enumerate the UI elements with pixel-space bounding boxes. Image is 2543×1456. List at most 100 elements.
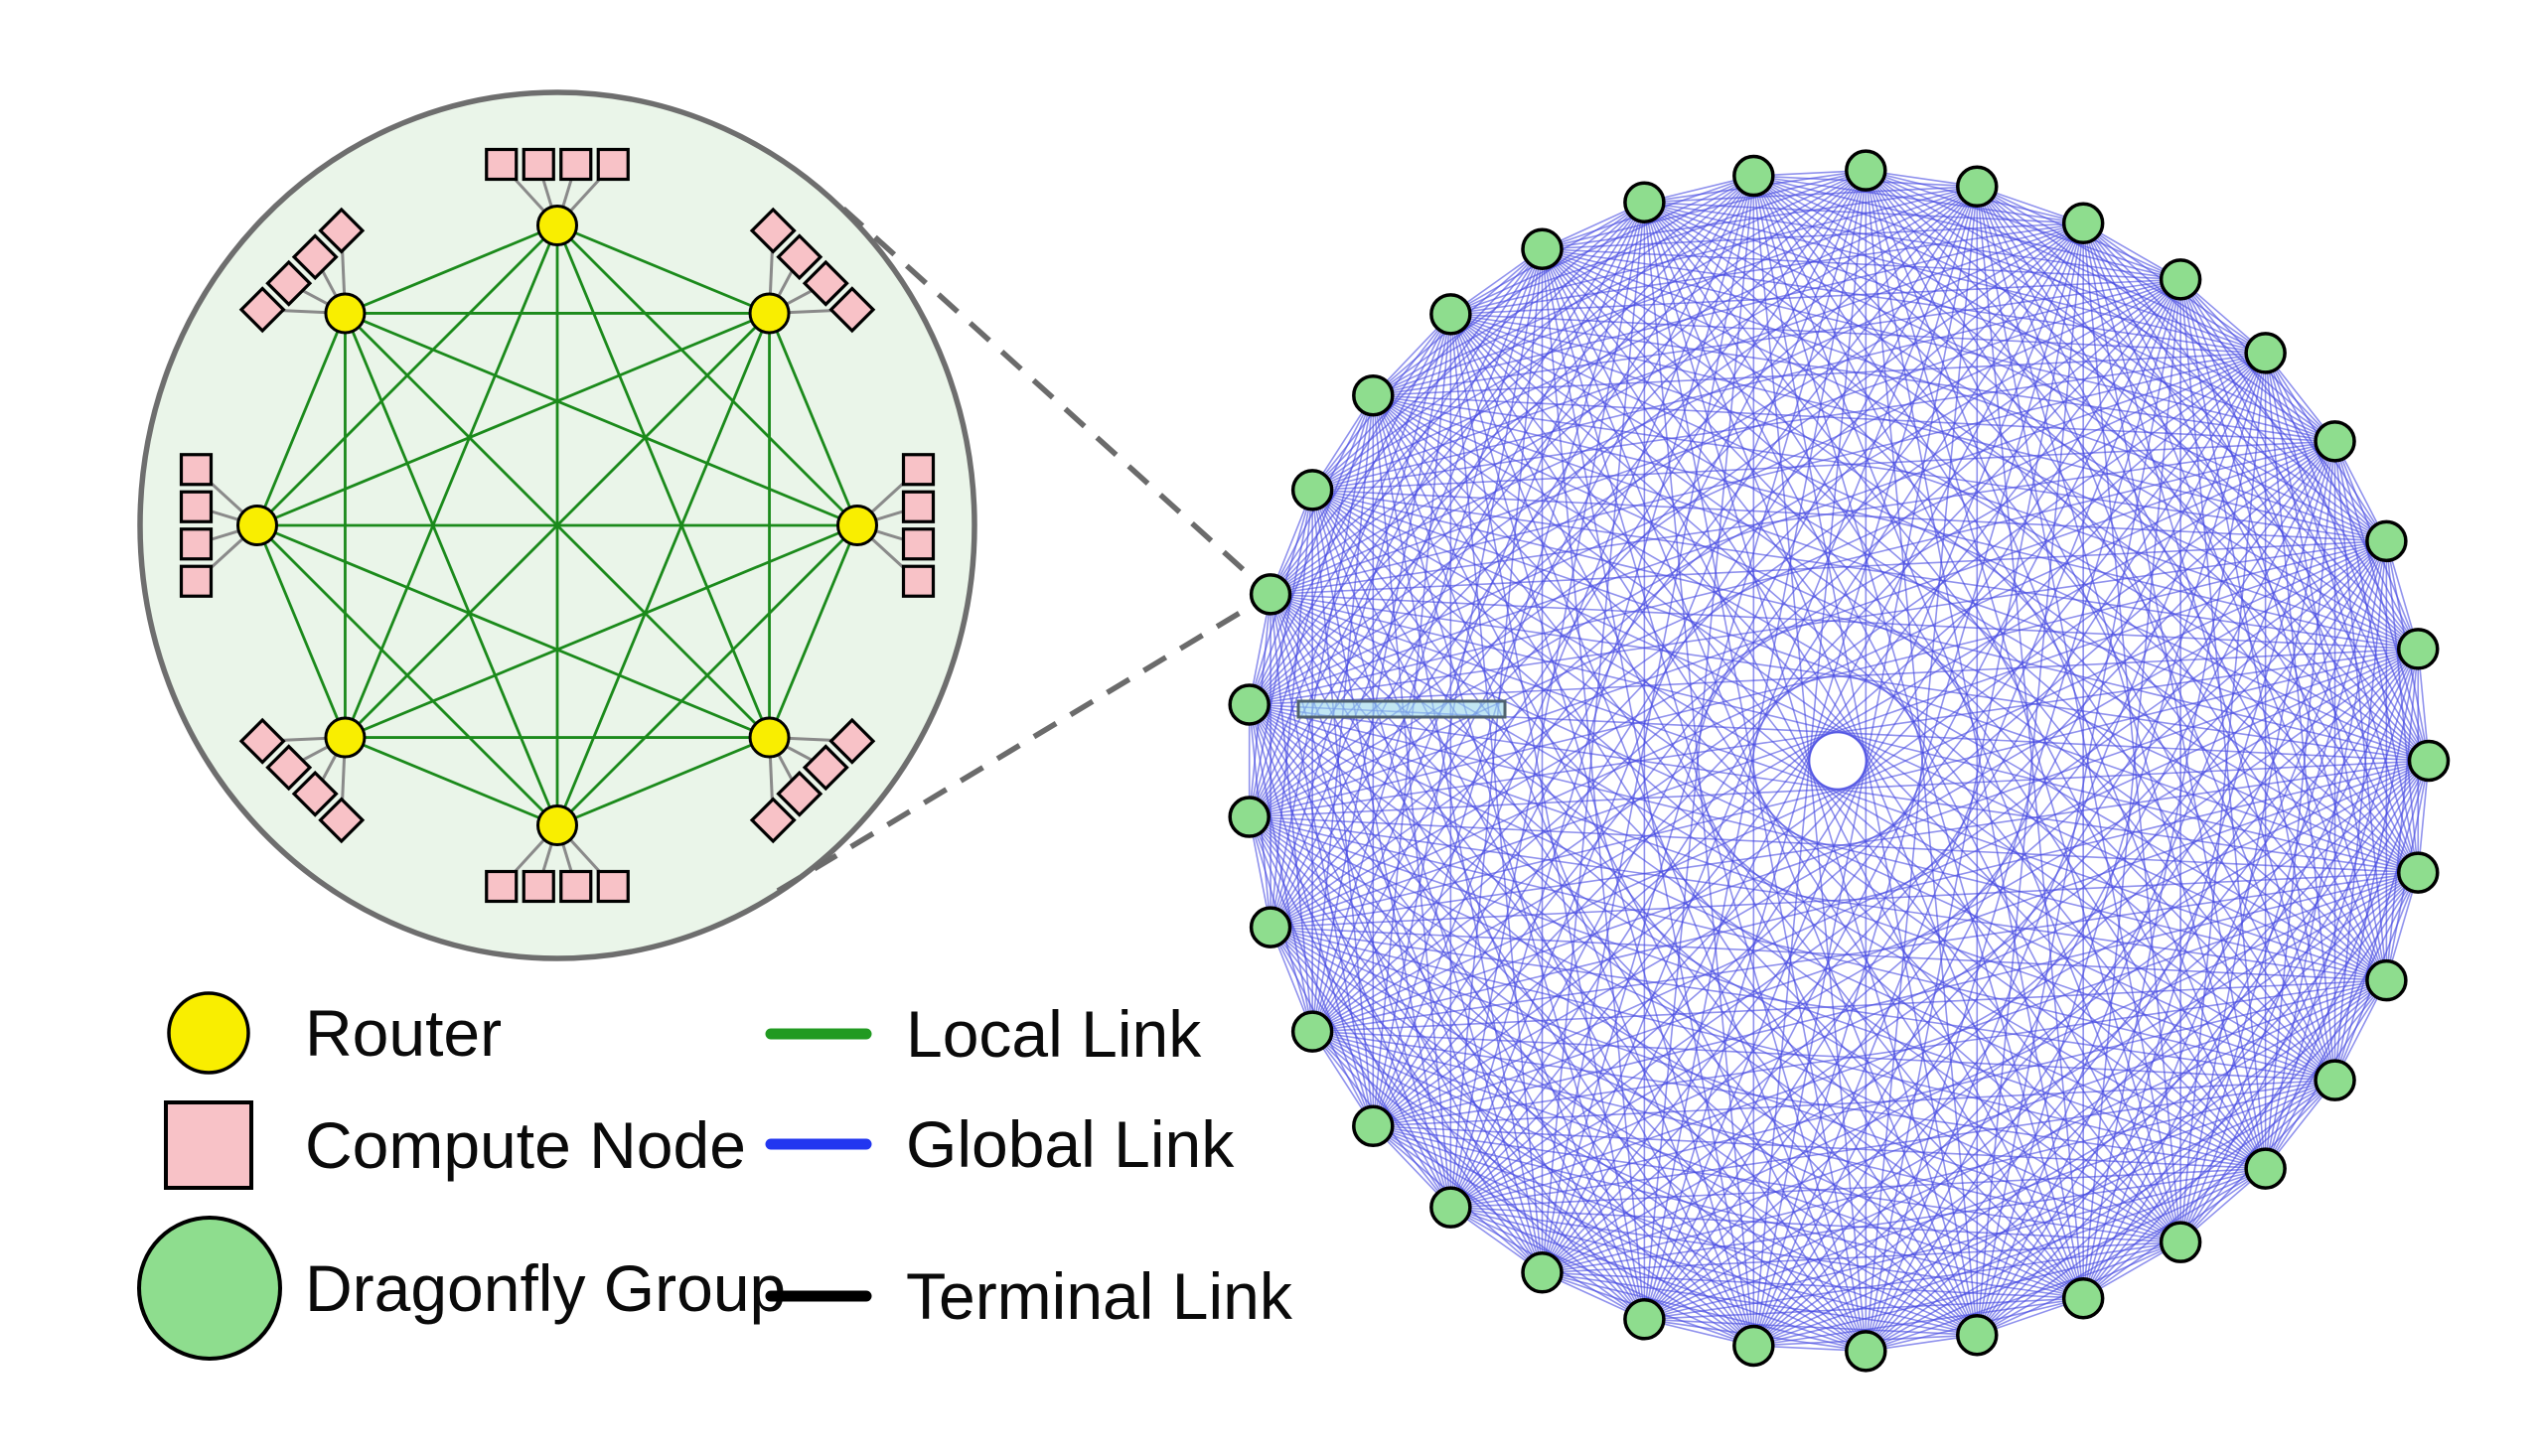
local-link-line — [556, 223, 771, 315]
dragonfly-group-node[interactable] — [2159, 1221, 2202, 1263]
compute-node[interactable] — [238, 286, 286, 334]
dragonfly-group-node[interactable] — [1290, 1010, 1334, 1053]
global-link-line — [1249, 816, 1754, 1347]
global-link-line — [1643, 202, 1755, 1347]
compute-node[interactable] — [901, 453, 936, 487]
global-link-line — [1449, 540, 2387, 1209]
compute-node[interactable] — [828, 717, 876, 765]
global-link-line — [1643, 871, 2419, 1320]
compute-node[interactable] — [179, 564, 214, 598]
router-node[interactable] — [236, 505, 278, 546]
global-link-line — [1542, 871, 2419, 1274]
router-node[interactable] — [536, 205, 578, 246]
dragonfly-group-node[interactable] — [2159, 258, 2202, 301]
dragonfly-group-node[interactable] — [1845, 1330, 1887, 1373]
router-node[interactable] — [536, 804, 578, 846]
local-link-line — [344, 223, 558, 315]
dragonfly-group-node[interactable] — [2365, 519, 2408, 563]
compute-node[interactable] — [522, 869, 555, 904]
global-link-line — [1270, 352, 2267, 929]
global-link-line — [1270, 926, 2084, 1299]
local-link-line — [556, 736, 771, 827]
router-node[interactable] — [324, 292, 367, 335]
compute-node[interactable] — [265, 259, 313, 307]
dragonfly-group-node[interactable] — [1956, 165, 1999, 209]
compute-node[interactable] — [802, 259, 849, 307]
dragonfly-group-node[interactable] — [2244, 1147, 2287, 1190]
global-link-line — [1249, 815, 2084, 1299]
global-link-line — [1372, 648, 2419, 1127]
global-link-line — [1449, 313, 2387, 981]
compute-node[interactable] — [749, 797, 797, 844]
compute-node[interactable] — [318, 797, 366, 844]
compute-node[interactable] — [485, 147, 519, 182]
global-link-line — [1270, 593, 2267, 1170]
compute-node[interactable] — [901, 564, 936, 598]
compute-node[interactable] — [596, 147, 630, 182]
dragonfly-group-node[interactable] — [1352, 1104, 1395, 1148]
compute-node[interactable] — [485, 869, 519, 904]
compute-node[interactable] — [265, 744, 313, 792]
dragonfly-group-node[interactable] — [1521, 1251, 1564, 1294]
compute-node[interactable] — [291, 233, 339, 281]
compute-node[interactable] — [559, 147, 593, 182]
compute-node[interactable] — [238, 717, 286, 765]
dragonfly-group-node[interactable] — [2061, 1276, 2105, 1320]
global-link-line — [1311, 490, 1375, 1126]
router-node[interactable] — [324, 716, 367, 759]
dragonfly-group-node[interactable] — [1429, 1186, 1472, 1229]
legend-compute-node-label: Compute Node — [305, 1108, 746, 1182]
dragonfly-group-node[interactable] — [2314, 420, 2356, 463]
local-link-line — [256, 523, 771, 739]
global-link-line — [1311, 175, 1755, 1033]
dragonfly-group-node[interactable] — [1228, 796, 1271, 838]
compute-node[interactable] — [802, 744, 849, 792]
dragonfly-group-node[interactable] — [1521, 227, 1564, 270]
compute-node[interactable] — [179, 490, 214, 523]
global-link-line — [2385, 540, 2420, 873]
compute-node[interactable] — [318, 207, 366, 254]
compute-node[interactable] — [901, 490, 936, 523]
dragonfly-group-node[interactable] — [1732, 1324, 1775, 1368]
router-node[interactable] — [836, 505, 878, 546]
compute-node[interactable] — [776, 233, 823, 281]
global-link-line — [1976, 186, 2336, 1081]
dragonfly-group-node[interactable] — [1352, 373, 1395, 417]
compute-node[interactable] — [901, 527, 936, 561]
compute-node[interactable] — [828, 286, 876, 334]
compute-node[interactable] — [776, 770, 823, 817]
compute-node[interactable] — [522, 147, 555, 182]
dragonfly-group-node[interactable] — [1956, 1313, 1999, 1357]
dragonfly-group-node[interactable] — [2314, 1059, 2356, 1101]
global-link-line — [1248, 704, 1452, 1208]
compute-node[interactable] — [596, 869, 630, 904]
dragonfly-group-node[interactable] — [2061, 202, 2105, 245]
dragonfly-group-node[interactable] — [1623, 1298, 1666, 1341]
local-link-line — [256, 524, 558, 826]
compute-node[interactable] — [559, 869, 593, 904]
legend-router-icon — [167, 991, 250, 1075]
router-node[interactable] — [748, 716, 791, 759]
dragonfly-group-node[interactable] — [2407, 739, 2451, 783]
dragonfly-group-node[interactable] — [1228, 683, 1271, 726]
dragonfly-group-node[interactable] — [1249, 906, 1292, 948]
dragonfly-group-node[interactable] — [2365, 958, 2408, 1002]
local-link-line — [344, 523, 858, 739]
dragonfly-group-node[interactable] — [1290, 469, 1334, 511]
router-node[interactable] — [748, 292, 791, 335]
compute-node[interactable] — [291, 770, 339, 817]
dragonfly-group-node[interactable] — [1249, 573, 1292, 616]
dragonfly-group-node[interactable] — [1732, 154, 1775, 198]
highlighted-global-link[interactable] — [1296, 699, 1507, 719]
compute-node[interactable] — [749, 207, 797, 254]
dragonfly-group-node[interactable] — [1845, 149, 1887, 192]
global-link-line — [1752, 175, 2335, 443]
compute-node[interactable] — [179, 527, 214, 561]
compute-node[interactable] — [179, 453, 214, 487]
dragonfly-group-node[interactable] — [2244, 332, 2287, 374]
dragonfly-group-node[interactable] — [1429, 293, 1472, 336]
dragonfly-group-node[interactable] — [2396, 628, 2440, 670]
dragonfly-group-node[interactable] — [2396, 851, 2440, 894]
dragonfly-group-node[interactable] — [1623, 181, 1666, 223]
